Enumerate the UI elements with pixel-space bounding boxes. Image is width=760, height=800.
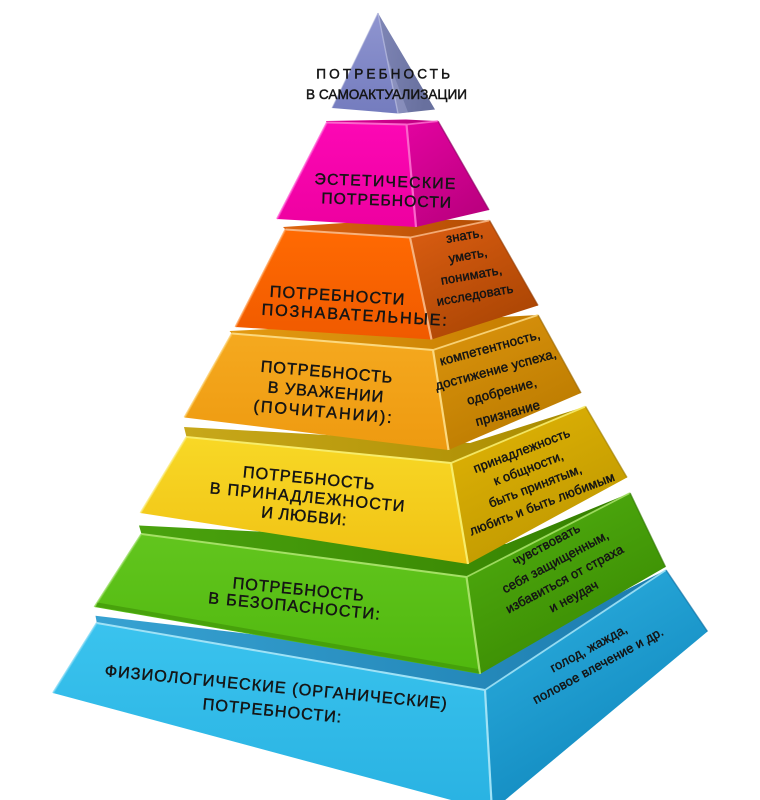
svg-text:ПОТРЕБНОСТЬ: ПОТРЕБНОСТЬ (316, 67, 453, 82)
svg-text:ЭСТЕТИЧЕСКИЕ: ЭСТЕТИЧЕСКИЕ (314, 171, 457, 193)
svg-text:ПОТРЕБНОСТИ: ПОТРЕБНОСТИ (321, 190, 452, 212)
svg-text:В САМОАКТУАЛИЗАЦИИ: В САМОАКТУАЛИЗАЦИИ (306, 87, 467, 102)
svg-text:знать,: знать, (445, 225, 484, 246)
svg-text:уметь,: уметь, (447, 244, 488, 266)
